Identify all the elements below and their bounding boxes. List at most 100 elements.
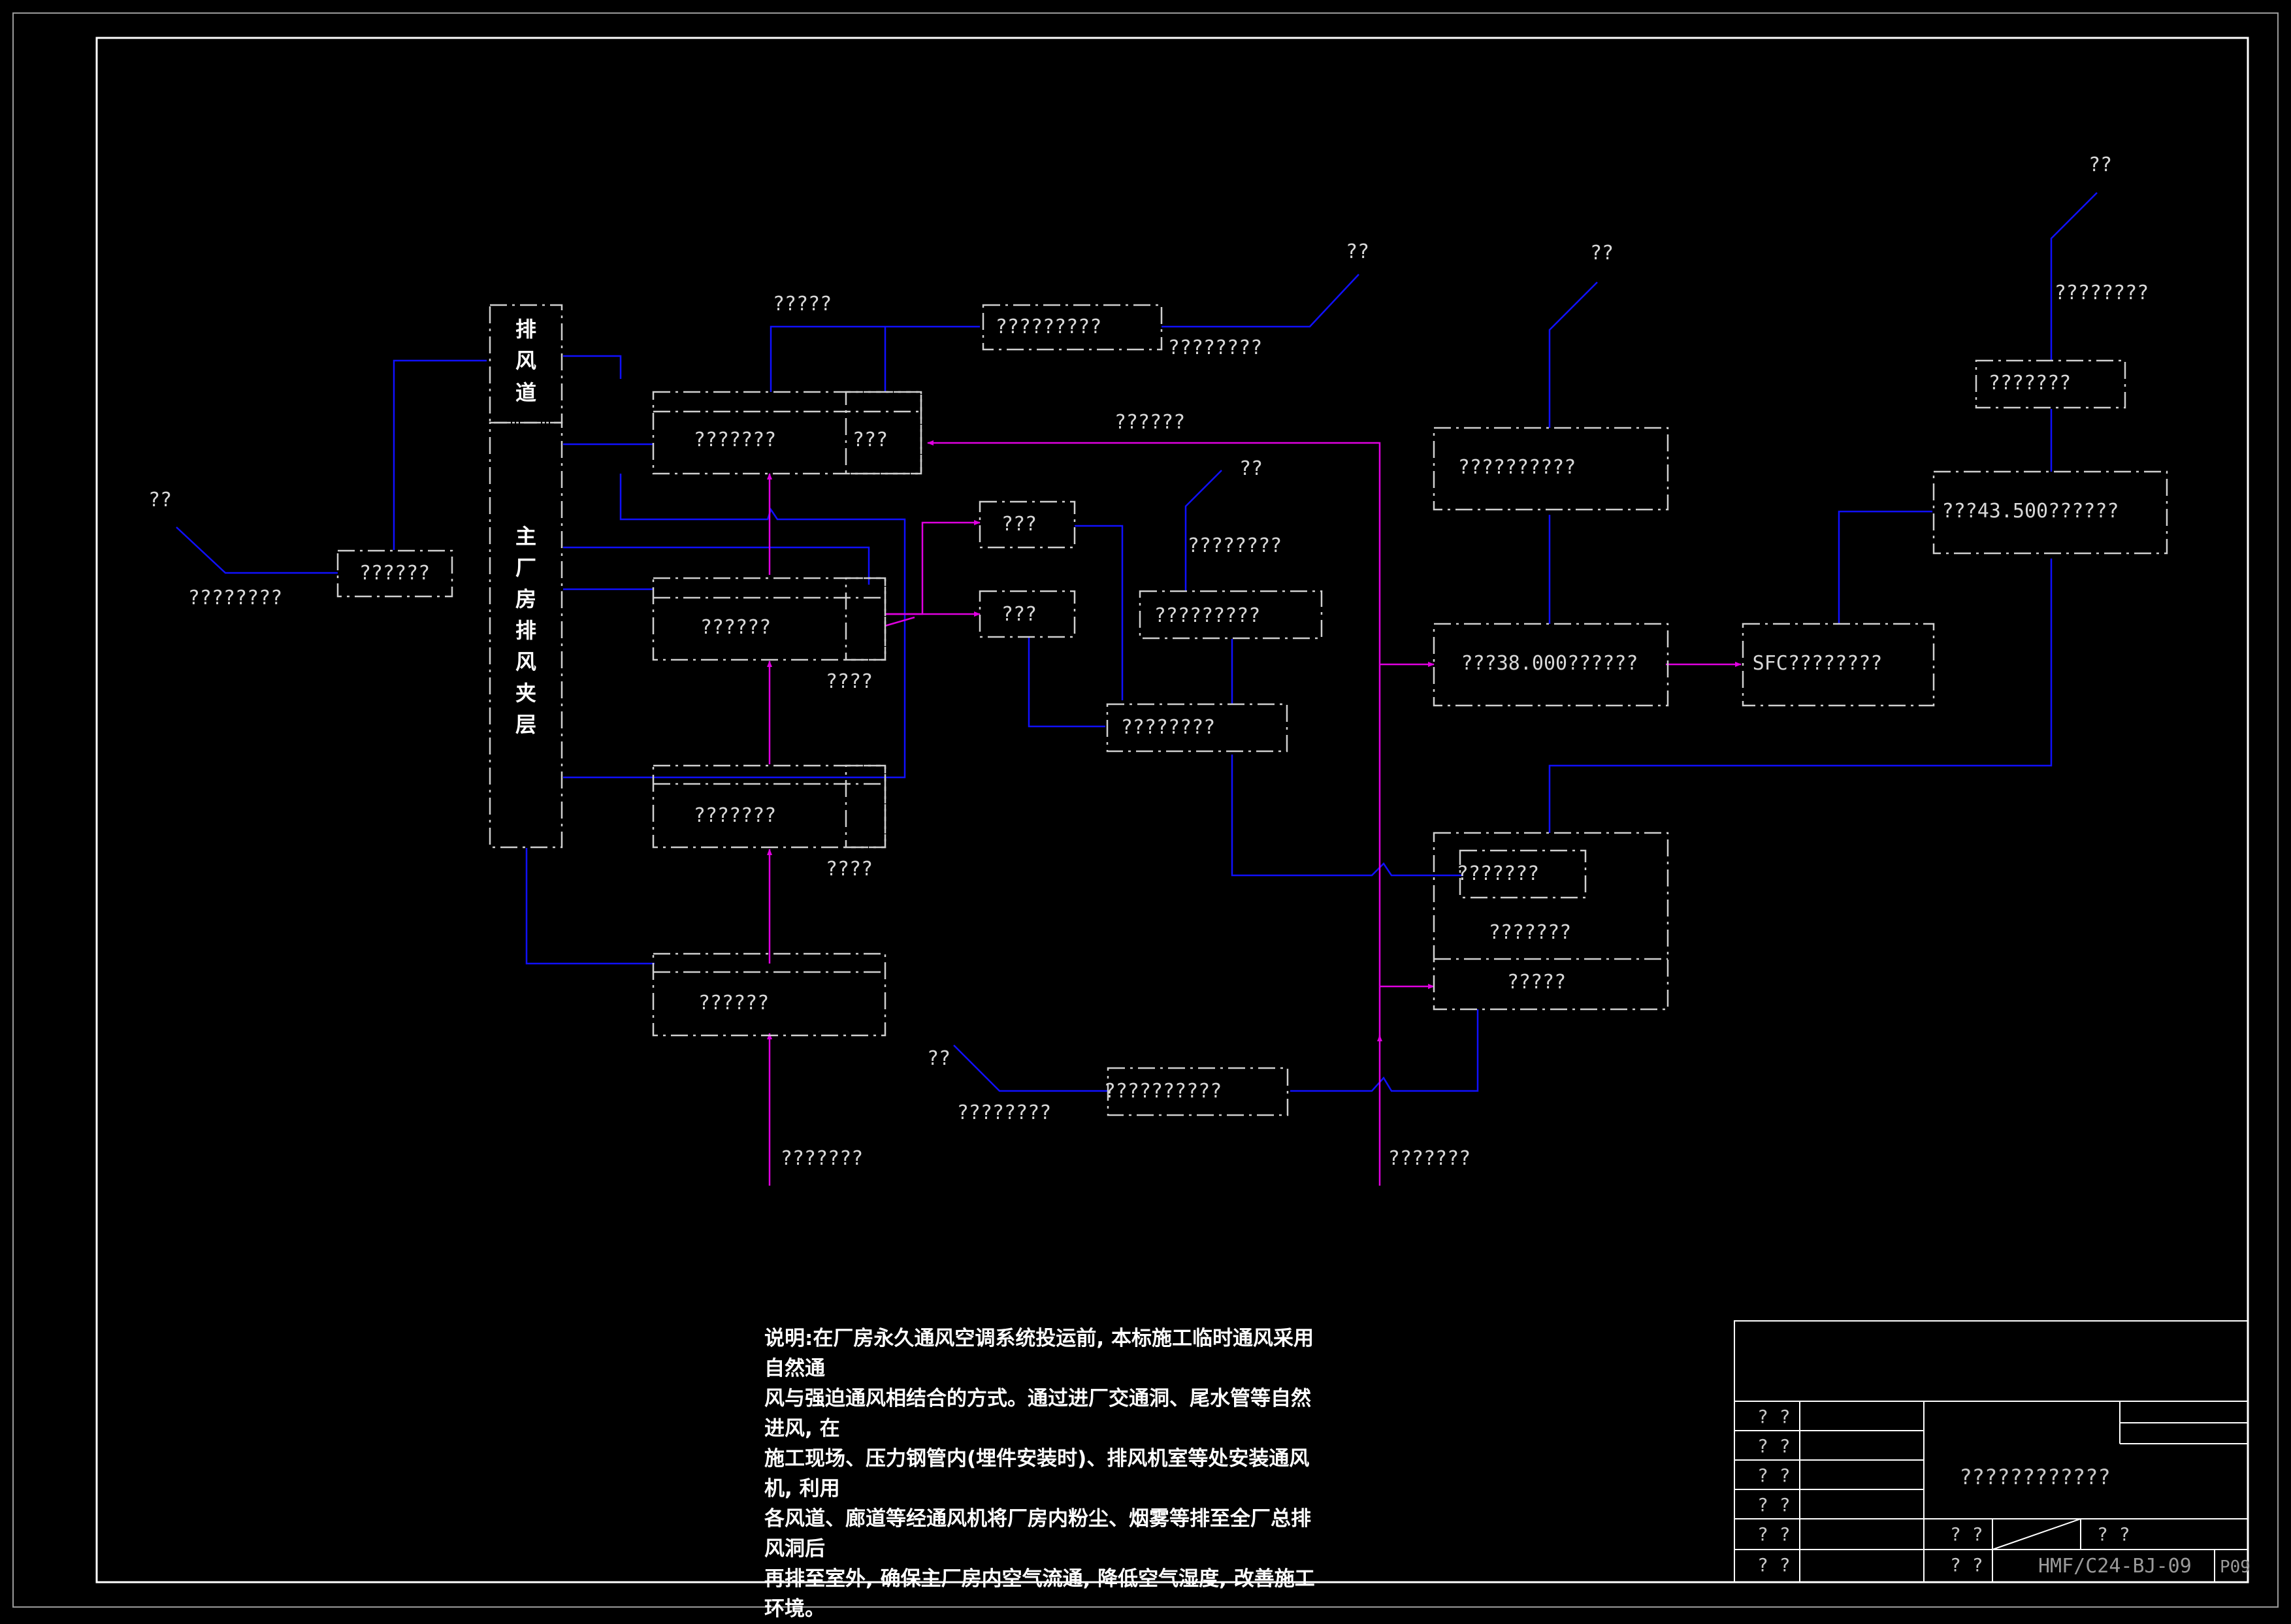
shaft-main-label: 主 厂 房 排 风 夹 层 [515,524,536,737]
sfc-box [1742,623,1935,707]
upper-room-box [1433,427,1669,511]
roof-fan-outlet-line [2050,192,2098,361]
left-fan-label: ?????? [359,562,430,585]
supply-branch-line [885,616,915,627]
equipment-boxes [336,304,2168,1116]
floor38-label: ???38.000?????? [1461,652,1638,675]
top-fan-outlet-line [1162,274,1359,328]
top-duct-label: ????? [773,293,832,316]
corridor-bottom-label: ????? [1507,971,1566,994]
floor-upper-outer-box [652,391,922,475]
shaft-top-label: 排 风 道 [515,317,536,405]
room-b-box [979,590,1076,638]
annotation-labels: ?? ???????? ????? ?? ???????? ?????? ???… [148,154,2149,1170]
mixing-box [1106,703,1288,753]
inner-small-box [1459,849,1587,899]
sheet-label: ? ? [2097,1523,2130,1545]
inner-to-mixing-line [1231,755,1463,877]
lower-outlet-mark: ?? [927,1047,951,1070]
cluster-mark: ?? [1239,457,1263,480]
outer-border [12,12,2279,1608]
page-number: P09 [2220,1557,2250,1577]
inner-small-label: ??????? [1457,862,1539,885]
pink-duct-line [927,440,1381,1039]
room-b-to-mixing-line [1028,637,1105,728]
rightmost-mark: ?? [2088,154,2112,176]
upper-room-outlet-line [1548,282,1598,428]
bottom-entry-label: ?????? [698,992,769,1015]
left-outlet-mark: ?? [148,489,172,512]
right-top-mark: ?? [1590,242,1614,265]
corridor-to-lower-fan-line [1290,1009,1479,1092]
bottom-right-inlet-label: ??????? [1388,1147,1470,1170]
floor43-box [1932,470,2168,555]
note-line-3: 施工现场、压力钢管内(埋件安装时)、排风机室等处安装通风机, 利用 [764,1447,1310,1501]
bottom-entry-box [652,952,886,1037]
left-fan-outlet-line [176,527,338,574]
upper-room-label: ?????????? [1458,456,1576,479]
top-fan-box [982,304,1163,351]
tb-row-3: ? ? [1757,1465,1791,1486]
room-a-box [979,500,1076,549]
floor-low-outer-box [652,764,886,849]
tb-row-2: ? ? [1757,1435,1791,1457]
left-fan-box [336,549,453,598]
svg-text:道: 道 [515,380,536,405]
small-top-box [845,391,922,475]
small-top-label: ??? [853,429,888,451]
bottom-left-inlet-label: ??????? [781,1147,863,1170]
box-labels: ?????? ??????? ??? ?????? ??????? ??????… [359,316,2119,1103]
room-a-label: ??? [1001,513,1037,536]
tb-row-6: ? ? [1757,1554,1791,1576]
exhaust-box [1139,590,1323,640]
upper-exhaust-mark: ?? [1346,240,1369,263]
roof-fan-box [1975,359,2126,409]
exhaust-box-outlet-line [1184,470,1222,591]
exhaust-lines [176,192,2098,1092]
gap-label-2: ???? [826,858,873,881]
tb-row-5: ? ? [1757,1523,1791,1545]
note-line-1: 说明:在厂房永久通风空调系统投运前, 本标施工临时通风采用自然通 [764,1327,1314,1380]
floor-low-label: ??????? [694,804,776,827]
lower-room-box [1433,832,1669,1011]
rightmost-stack-label: ???????? [2055,282,2149,304]
description-note: 说明:在厂房永久通风空调系统投运前, 本标施工临时通风采用自然通 风与强迫通风相… [764,1324,1326,1624]
drawing-number: HMF/C24-BJ-09 [2038,1555,2192,1578]
supply-to-room-a-line [885,520,981,615]
lower-right-room-label: ??????? [1489,921,1571,944]
gap-label-1: ???? [826,670,873,693]
exhaust-box-label: ????????? [1154,604,1261,627]
upper-loop-line [619,474,906,614]
supply-lines [767,440,1742,1186]
svg-text:排: 排 [515,317,536,342]
room-a-to-mixing-line [1075,525,1124,700]
svg-text:厂: 厂 [515,555,536,580]
lower-fan-box [1107,1067,1289,1116]
date-label: ? ? [1950,1554,1983,1576]
shaft-main-box [489,421,563,849]
upper-to-shaft-line [563,355,622,379]
room-b-label: ??? [1001,603,1037,626]
note-line-4: 各风道、廊道等经通风机将厂房内粉尘、烟雾等排至全厂总排风洞后 [764,1507,1311,1561]
floor-upper-label: ??????? [694,429,776,451]
svg-text:排: 排 [515,618,536,643]
drawing-frame [95,37,2249,1583]
sfc-to-floor43-line [1838,510,1932,624]
roof-fan-label: ??????? [1989,372,2071,395]
floor38-box [1433,623,1669,707]
rooms-to-shaft-line-1 [563,546,870,585]
mid-to-shaft-lower-line [563,614,906,779]
cluster-label: ???????? [1188,534,1282,557]
svg-text:层: 层 [515,712,536,737]
bottom-to-shaft-line [525,848,655,965]
svg-text:房: 房 [515,587,536,611]
svg-text:风: 风 [515,348,536,373]
lower-room-to-floor43-line [1548,559,2053,833]
mixing-label: ???????? [1121,716,1216,739]
to-top-fan-line [770,325,980,392]
tb-row-4: ? ? [1757,1494,1791,1516]
svg-text:风: 风 [515,649,536,674]
lower-fan-label: ?????????? [1104,1080,1222,1103]
drawing-title: ???????????? [1959,1465,2110,1489]
